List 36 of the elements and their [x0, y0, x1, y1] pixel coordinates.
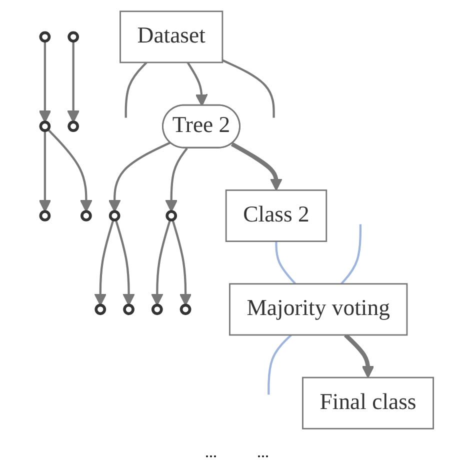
arrow: [94, 220, 114, 306]
arrow: [47, 128, 92, 212]
node-circle: [68, 31, 80, 43]
node-box: Final class: [302, 376, 434, 430]
node-circle: [108, 210, 120, 222]
arrow: [38, 41, 52, 123]
arrow: [67, 41, 80, 123]
node-box: Class 2: [225, 189, 328, 242]
node-circle: [80, 210, 92, 222]
arrow: [150, 220, 172, 306]
arrow: [165, 148, 188, 212]
arrow: [114, 220, 136, 306]
connector: [124, 62, 148, 118]
ellipsis-text: ...: [257, 444, 269, 461]
node-circle: [123, 304, 134, 316]
node-circle: [151, 304, 163, 316]
node-circle: [180, 304, 192, 316]
connector: [275, 241, 296, 285]
arrow: [108, 142, 171, 212]
arrow: [344, 333, 374, 378]
connector: [222, 59, 275, 118]
node-circle: [39, 31, 51, 43]
ellipsis-text: ...: [205, 444, 217, 461]
node-circle: [39, 210, 51, 222]
node-circle: [39, 120, 51, 132]
node-circle: [68, 120, 80, 132]
arrow: [38, 130, 52, 212]
connector: [340, 224, 362, 285]
node-box: Majority voting: [229, 283, 408, 336]
arrow: [186, 62, 208, 106]
node-circle: [166, 210, 178, 222]
arrow: [230, 142, 282, 191]
node-box: Dataset: [120, 10, 224, 64]
arrow: [172, 220, 192, 306]
node-circle: [94, 304, 106, 316]
connector: [268, 334, 292, 395]
